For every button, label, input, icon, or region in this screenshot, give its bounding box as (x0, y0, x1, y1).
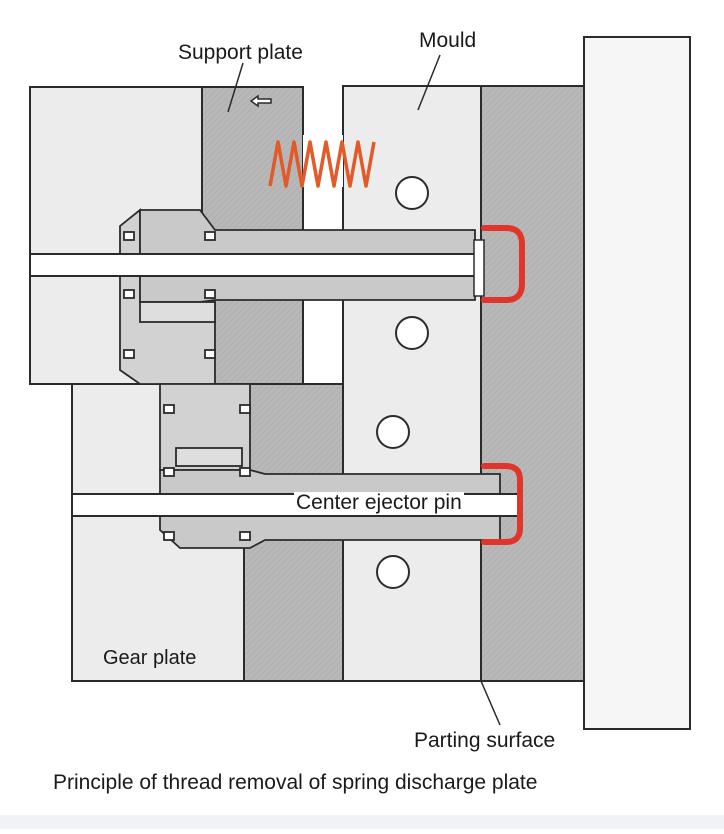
arrow-left-icon (249, 94, 272, 108)
bottom-band (0, 815, 724, 829)
lower-thread-insert (481, 463, 523, 545)
center-ejector-pin-label: Center ejector pin (294, 491, 464, 514)
bolt-hole-icon (376, 415, 410, 449)
support-leader-line (227, 62, 244, 113)
parting-leader-line (480, 680, 501, 726)
mould-leader-line (417, 54, 441, 111)
mould-label: Mould (419, 29, 477, 52)
gear-plate-label: Gear plate (103, 647, 197, 669)
mould-back-plate (480, 85, 585, 682)
spring-icon (268, 135, 376, 188)
bolt-hole-icon (376, 555, 410, 589)
parting-surface-label: Parting surface (414, 729, 556, 752)
bolt-hole-icon (395, 176, 429, 210)
bolt-hole-icon (395, 316, 429, 350)
upper-rod-tip (473, 239, 485, 297)
clamp-plate (583, 36, 691, 730)
diagram-caption: Principle of thread removal of spring di… (53, 771, 538, 794)
upper-thread-insert (481, 225, 525, 303)
upper-ejector-rod (29, 253, 481, 277)
support-plate-label: Support plate (178, 41, 303, 64)
